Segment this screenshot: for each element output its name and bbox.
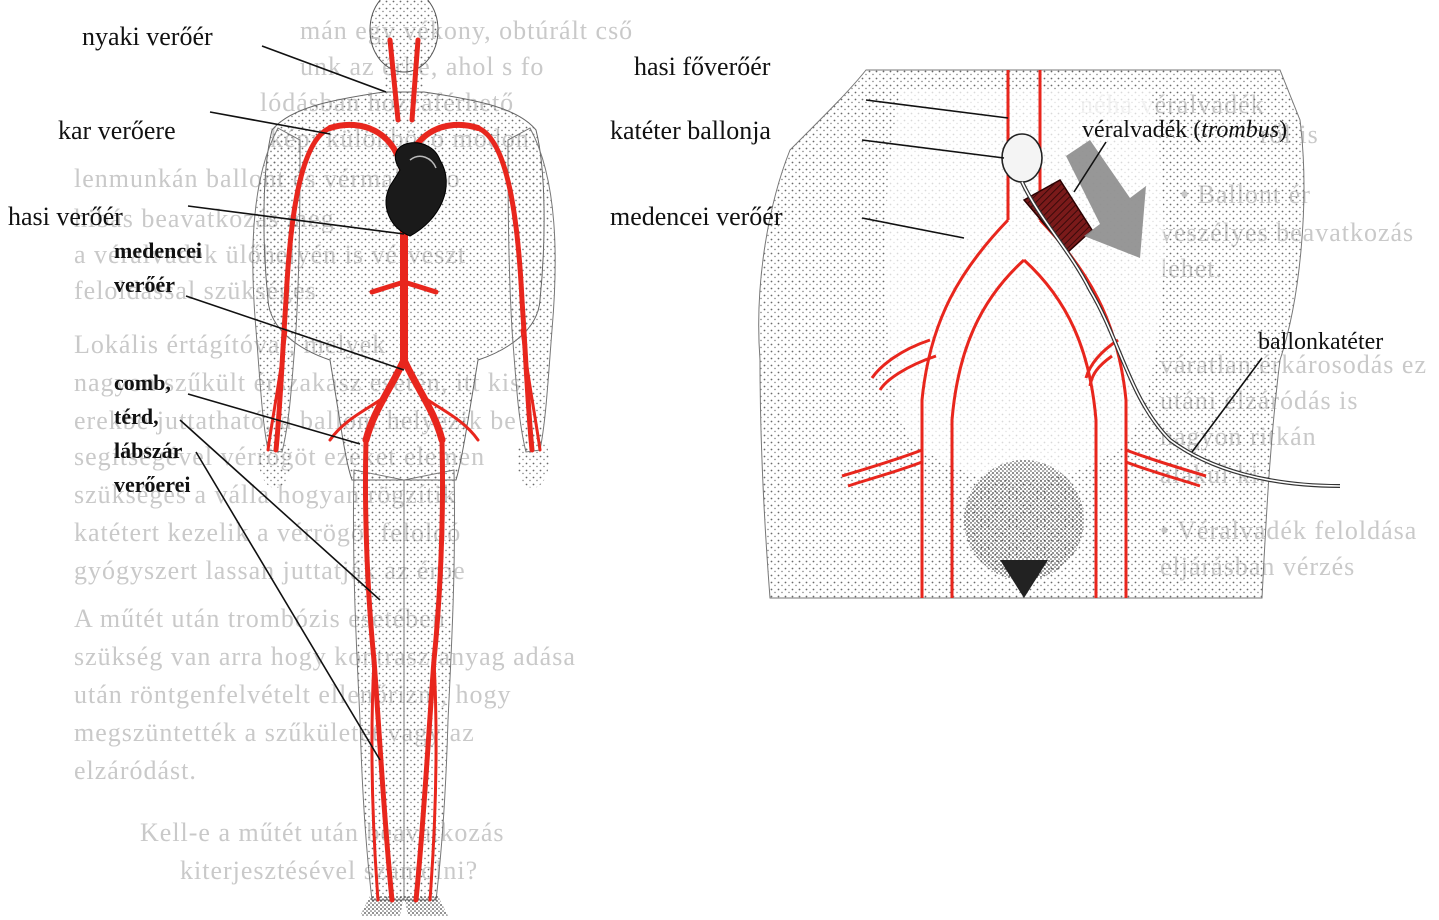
- label-thrombus: véralvadék (trombus): [1082, 118, 1287, 142]
- label-pelvic-artery-right: medencei verőér: [610, 204, 783, 230]
- label-aorta: hasi főverőér: [634, 54, 770, 80]
- label-catheter-balloon: katéter ballonja: [610, 118, 771, 144]
- label-leg-line3: lábszár: [114, 440, 182, 462]
- body-figure: [253, 0, 555, 916]
- label-arm-artery: kar verőere: [58, 118, 176, 144]
- label-pelvic-artery-line2: verőér: [114, 274, 175, 296]
- label-pelvic-artery-line1: medencei: [114, 240, 202, 262]
- label-leg-line1: comb,: [114, 372, 171, 394]
- label-thrombus-suffix: ): [1279, 117, 1287, 143]
- label-neck-artery: nyaki verőér: [82, 24, 213, 50]
- label-abdominal-artery: hasi verőér: [8, 204, 123, 230]
- label-thrombus-italic: trombus: [1201, 117, 1279, 143]
- label-balloon-catheter: ballonkatéter: [1258, 330, 1383, 354]
- label-leg-line2: térd,: [114, 406, 159, 428]
- label-thrombus-prefix: véralvadék (: [1082, 117, 1201, 143]
- catheter-balloon: [1002, 134, 1042, 182]
- label-leg-line4: verőerei: [114, 474, 191, 496]
